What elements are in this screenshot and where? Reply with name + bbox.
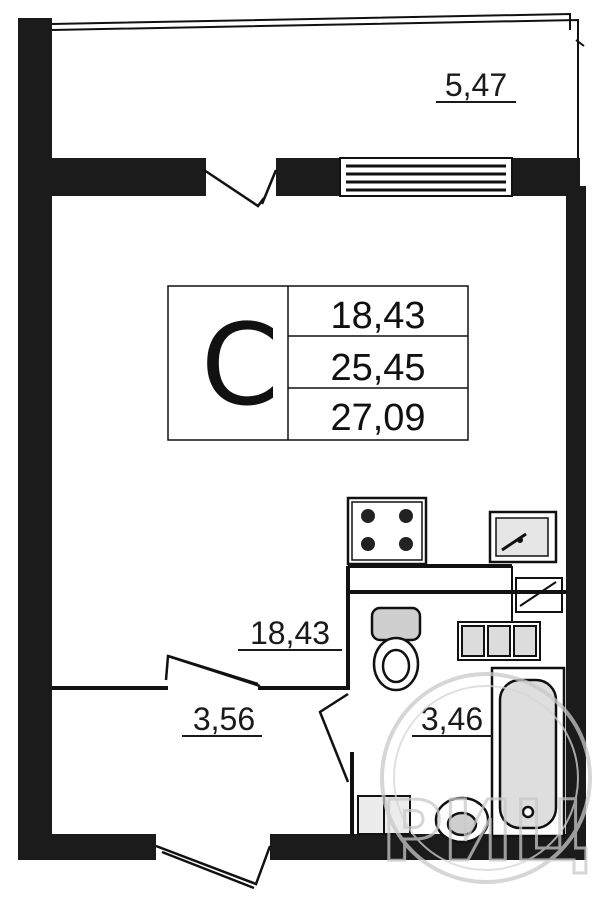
svg-text:РИЦ: РИЦ: [381, 782, 591, 880]
legend-living-area: 18,43: [330, 295, 425, 337]
wall-right: [566, 186, 586, 856]
bathroom-area-label: 3,46: [421, 701, 483, 737]
wall-bottom-right: [270, 834, 586, 860]
balcony-area: 5,47: [436, 67, 516, 103]
watermark-seal-icon: РИЦ: [380, 672, 592, 884]
kitchen-sink-icon: [488, 510, 558, 564]
balcony: [51, 12, 585, 162]
hall-area-label: 3,56: [193, 701, 255, 737]
living-area: 18,43: [238, 615, 342, 651]
hall-area: 3,56: [182, 701, 262, 737]
bathroom-area: 3,46: [412, 701, 492, 737]
legend-total-area-with-balcony: 27,09: [330, 397, 425, 439]
wall-top-left: [18, 158, 206, 196]
washbasin-icon: [434, 796, 490, 844]
balcony-area-label: 5,47: [445, 67, 507, 103]
partitions-thin: [511, 566, 563, 622]
wall-top-middle: [276, 158, 340, 196]
toilet-icon: [370, 606, 422, 692]
legend-total-area: 25,45: [330, 347, 425, 389]
balcony-door: [203, 168, 278, 208]
legend-box: С 18,43 25,45 27,09: [167, 285, 469, 441]
hall-door: [164, 654, 261, 688]
bathroom-door: [318, 692, 350, 783]
partitions: [52, 564, 566, 836]
washing-machine-icon: [457, 621, 541, 661]
window: [339, 157, 513, 197]
apartment-type-letter: С: [201, 301, 279, 431]
stove-icon: [346, 496, 428, 566]
entrance-door: [155, 844, 272, 890]
living-area-label: 18,43: [250, 615, 330, 651]
wall-left: [18, 18, 52, 860]
walls: [18, 18, 586, 860]
wall-bottom-left: [18, 834, 156, 860]
